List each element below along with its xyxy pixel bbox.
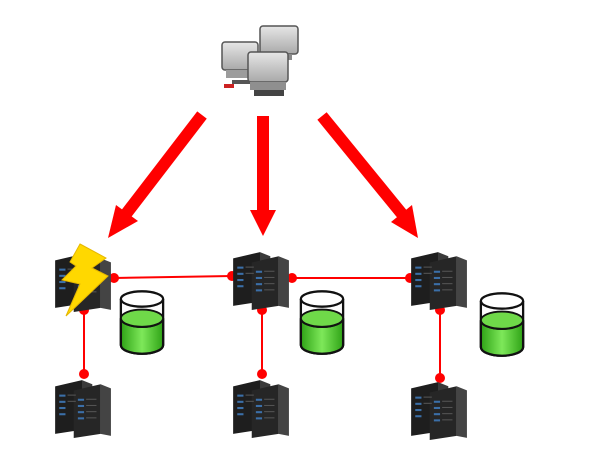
child-server-center-icon: [233, 380, 289, 438]
arrow-to-node-right: [317, 112, 418, 238]
request-arrows: [108, 111, 418, 238]
child-server-right-icon: [411, 382, 467, 440]
node-right-server-icon: [411, 252, 467, 310]
storage-right-database-icon: [479, 292, 525, 357]
computer-workstations-icon: [221, 25, 299, 96]
lightning-bolt-icon: [61, 243, 109, 317]
node-center-server-icon: [233, 252, 289, 310]
storage-left-database-icon: [119, 290, 165, 355]
arrow-to-node-left: [108, 111, 207, 238]
storage-center-database-icon: [299, 290, 345, 355]
child-server-left-icon: [55, 380, 111, 438]
arrow-to-node-center: [250, 116, 276, 236]
